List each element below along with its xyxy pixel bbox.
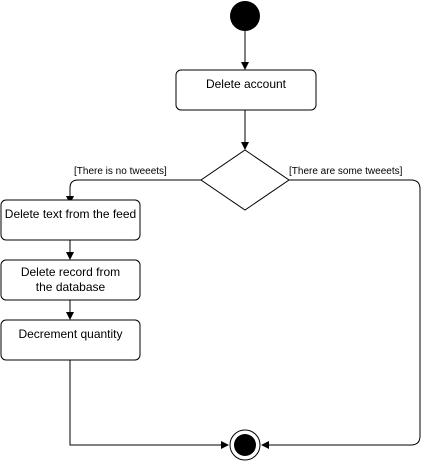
edge-decision-to-final (261, 179, 421, 449)
action-delete-text (0, 199, 141, 241)
decision-node (200, 149, 290, 211)
guard-some-tweets: [There are some tweeets] (289, 166, 403, 177)
label-delete-record: Delete record from the database (20, 265, 121, 294)
final-node-core (234, 434, 256, 456)
edge-decrement-to-final (69, 360, 229, 449)
label-decrement: Decrement quantity (18, 326, 123, 341)
action-delete-account (175, 69, 317, 111)
label-delete-account: Delete account (205, 76, 287, 91)
guard-no-tweets: [There is no tweeets] (74, 166, 167, 177)
action-delete-record (0, 259, 141, 301)
label-delete-text: Delete text from the feed (4, 206, 137, 221)
initial-node (230, 1, 260, 31)
edge-decision-to-delete-text (66, 179, 201, 204)
action-decrement (0, 319, 141, 361)
